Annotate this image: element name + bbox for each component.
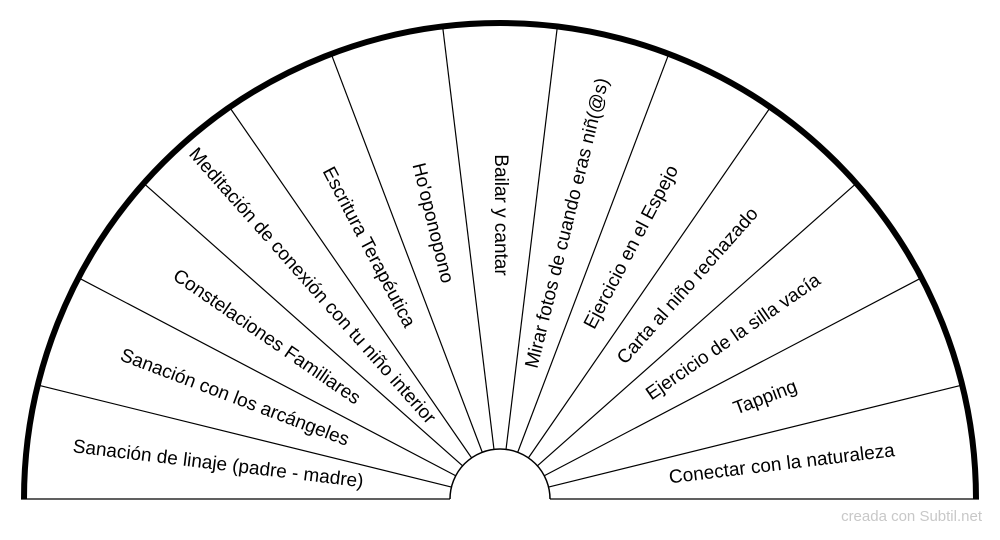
- segment-divider: [517, 53, 670, 453]
- segment-divider: [537, 182, 857, 467]
- segment-divider: [330, 53, 483, 453]
- segment-dividers: [37, 26, 963, 488]
- chart-outer-arc: [21, 20, 979, 500]
- segment-divider: [78, 277, 457, 477]
- segment-divider: [527, 106, 771, 459]
- segment-label: Bailar y cantar: [490, 154, 511, 276]
- segment-divider: [548, 384, 963, 488]
- segment-divider: [505, 26, 558, 450]
- segment-labels: Sanación de linaje (padre - madre)Sanaci…: [72, 76, 897, 492]
- segment-divider: [543, 277, 922, 477]
- chart-inner-arc: [449, 448, 551, 500]
- segment-label: Sanación de linaje (padre - madre): [72, 436, 365, 492]
- segment-label: Ho'oponopono: [408, 161, 458, 285]
- segment-label: Tapping: [731, 376, 801, 419]
- segment-divider: [229, 106, 473, 459]
- segment-divider: [37, 384, 452, 488]
- segment-label: Conectar con la naturaleza: [668, 440, 896, 488]
- credit-text: creada con Subtil.net: [841, 508, 982, 525]
- segment-divider: [143, 182, 463, 467]
- segment-divider: [442, 26, 495, 450]
